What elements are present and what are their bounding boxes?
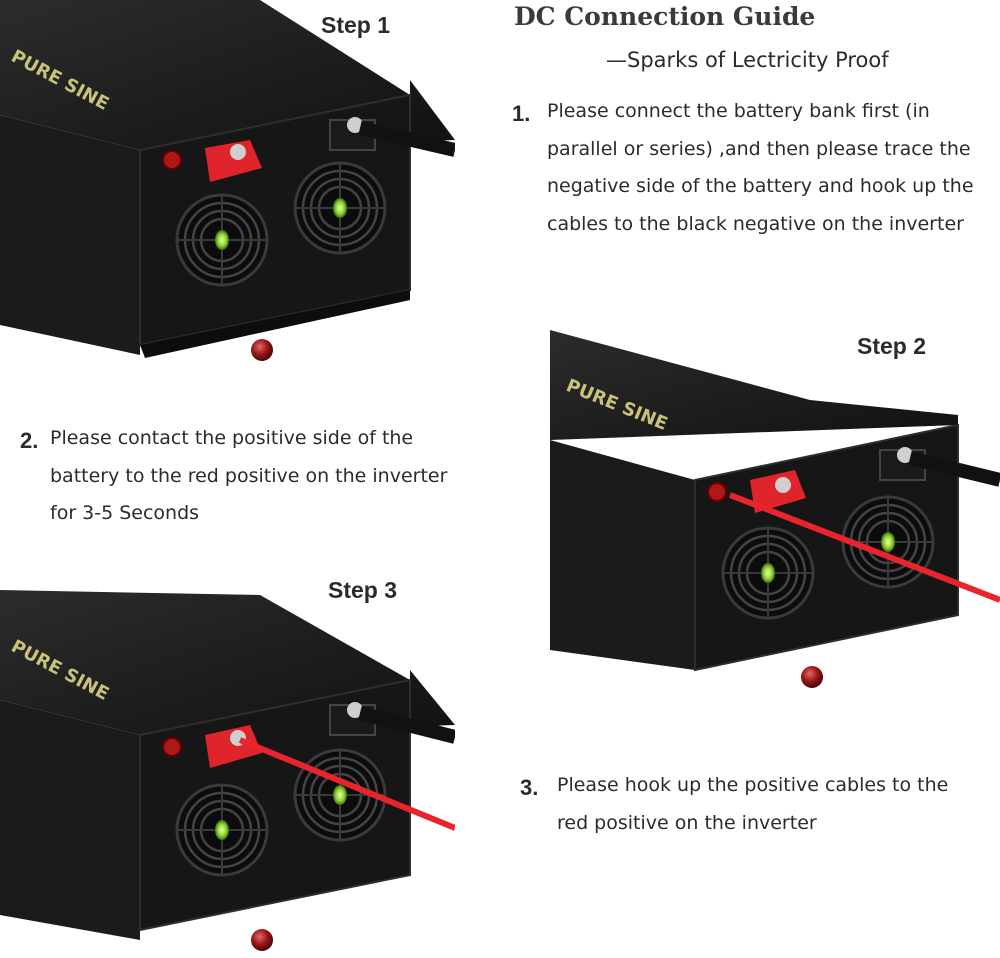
- step-3-inverter-photo: PURE SINE: [0, 590, 455, 951]
- instruction-3-number: 3.: [520, 775, 539, 800]
- instruction-1-number: 1.: [512, 101, 531, 126]
- black-cable-icon: [908, 451, 1000, 487]
- page-subtitle: —Sparks of Lectricity Proof: [606, 48, 889, 72]
- inverter-top-panel: [550, 330, 958, 440]
- instruction-3: 3. Please hook up the positive cables to…: [520, 767, 950, 842]
- instruction-1: 1. Please connect the battery bank first…: [512, 93, 998, 243]
- instruction-3-text: Please hook up the positive cables to th…: [557, 774, 949, 834]
- instruction-2-number: 2.: [20, 428, 39, 453]
- step-1-inverter-photo: PURE SINE: [0, 0, 455, 361]
- terminal-cap-icon: [801, 666, 823, 688]
- step-1-label: Step 1: [321, 12, 391, 38]
- inverter-side-panel: [0, 700, 140, 940]
- step-2-inverter-photo: PURE SINE: [550, 330, 1000, 688]
- inverter-side-panel: [550, 440, 695, 670]
- black-cable-icon: [358, 706, 455, 744]
- cooling-fan-icon: [175, 783, 269, 877]
- instruction-2-text: Please contact the positive side of the …: [50, 427, 448, 524]
- inverter-side-panel: [0, 115, 140, 355]
- step-3-label: Step 3: [328, 577, 398, 603]
- black-cable-icon: [358, 121, 455, 157]
- step-2-label: Step 2: [857, 333, 927, 359]
- positive-terminal-icon: [162, 737, 182, 757]
- positive-terminal-icon: [162, 150, 182, 170]
- positive-terminal-icon: [707, 482, 727, 502]
- red-cable-icon: [238, 737, 455, 831]
- red-cable-icon: [728, 492, 1000, 603]
- instruction-1-text: Please connect the battery bank first (i…: [547, 100, 974, 235]
- instruction-2: 2. Please contact the positive side of t…: [20, 420, 460, 533]
- terminal-cap-icon: [750, 470, 806, 513]
- cooling-fan-icon: [293, 161, 387, 255]
- terminal-cap-icon: [205, 725, 262, 768]
- terminal-cap-icon: [251, 339, 273, 361]
- terminal-cap-icon: [251, 929, 273, 951]
- cooling-fan-icon: [175, 193, 269, 287]
- terminal-cap-icon: [205, 140, 262, 182]
- cooling-fan-icon: [721, 526, 815, 620]
- page-title: DC Connection Guide: [514, 2, 816, 31]
